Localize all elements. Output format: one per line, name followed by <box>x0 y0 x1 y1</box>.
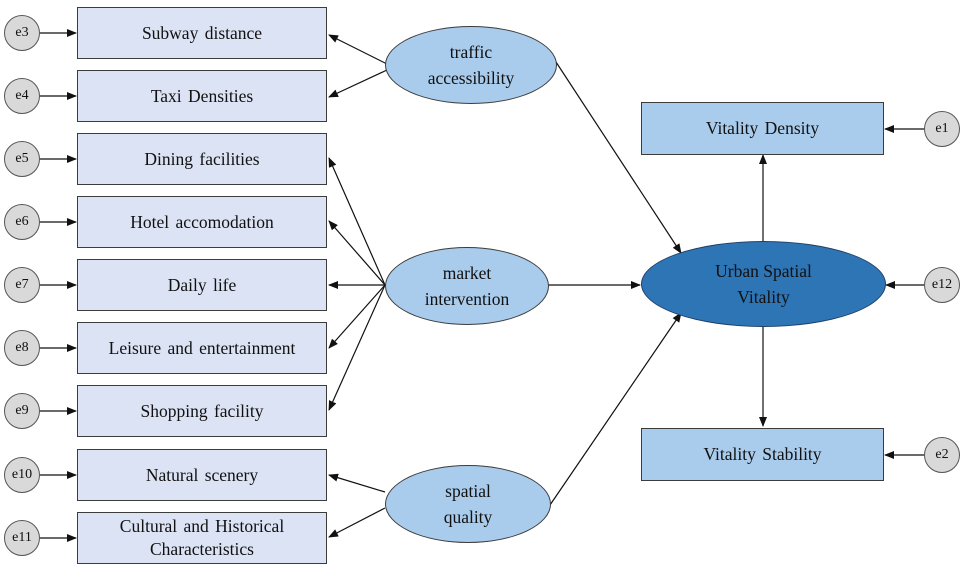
error-term-e8: e8 <box>4 330 40 366</box>
indicator-daily-life: Daily life <box>77 259 327 311</box>
error-term-e4: e4 <box>4 78 40 114</box>
indicator-hotel-accomodation: Hotel accomodation <box>77 196 327 248</box>
indicator-dining-facilities: Dining facilities <box>77 133 327 185</box>
error-term-e9: e9 <box>4 393 40 429</box>
latent-traffic-accessibility: traffic accessibility <box>385 26 557 104</box>
latent-spatial-line1: spatial <box>445 480 491 501</box>
arrow-market-leisure <box>328 284 386 349</box>
indicator-leisure-entertainment: Leisure and entertainment <box>77 322 327 374</box>
error-term-e10: e10 <box>4 457 40 493</box>
latent-traffic-line1: traffic <box>449 41 493 62</box>
arrow-market-dining <box>328 157 386 286</box>
indicator-subway-distance: Subway distance <box>77 7 327 59</box>
latent-traffic-line2: accessibility <box>427 68 515 88</box>
indicator-vitality-stability: Vitality Stability <box>641 428 884 481</box>
vitality-line1: Urban Spatial <box>715 260 812 281</box>
arrow-spatial-cultural <box>328 507 386 538</box>
arrow-spatial-natural <box>328 473 386 493</box>
arrow-traffic-subway <box>328 34 388 65</box>
latent-spatial-quality: spatial quality <box>385 465 551 543</box>
error-term-e1: e1 <box>924 111 960 147</box>
error-term-e11: e11 <box>4 520 40 556</box>
latent-market-line2: intervention <box>424 289 510 309</box>
indicator-natural-scenery: Natural scenery <box>77 449 327 501</box>
error-term-e5: e5 <box>4 141 40 177</box>
arrow-market-hotel <box>328 220 386 286</box>
error-term-e2: e2 <box>924 437 960 473</box>
indicator-vitality-density: Vitality Density <box>641 102 884 155</box>
latent-spatial-line2: quality <box>443 507 493 527</box>
arrow-traffic-taxi <box>328 69 388 98</box>
error-term-e12: e12 <box>924 267 960 303</box>
vitality-line2: Vitality <box>737 287 790 307</box>
indicator-cultural-historical: Cultural and Historical Characteristics <box>77 512 327 564</box>
error-term-e7: e7 <box>4 267 40 303</box>
latent-market-intervention: market intervention <box>385 247 549 325</box>
arrow-spatial-vitality <box>549 312 682 506</box>
arrow-traffic-vitality <box>555 61 682 254</box>
indicator-shopping-facility: Shopping facility <box>77 385 327 437</box>
arrow-market-shopping <box>328 284 386 411</box>
error-term-e6: e6 <box>4 204 40 240</box>
latent-market-line1: market <box>442 262 492 283</box>
error-term-e3: e3 <box>4 15 40 51</box>
indicator-taxi-densities: Taxi Densities <box>77 70 327 122</box>
